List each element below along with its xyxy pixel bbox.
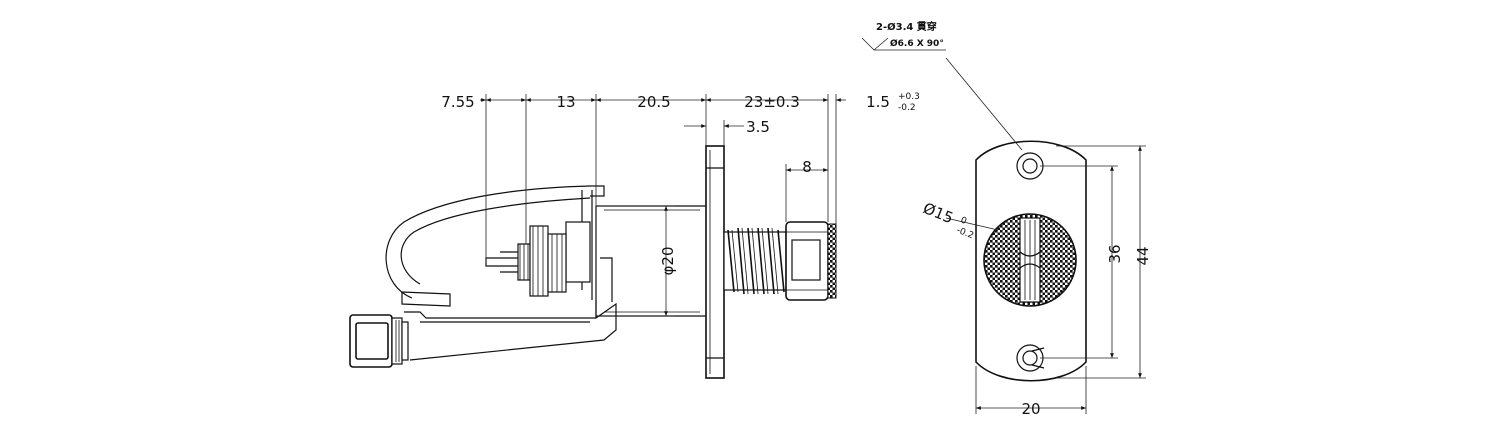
dim-3-5: 3.5: [746, 118, 770, 136]
front-view: Ø15 0 -0.2 36 44 20 2-Ø3.4 貫穿 Ø6.6 X 90°: [861, 20, 1152, 418]
dim-1-5: 1.5: [866, 93, 890, 111]
flange: [705, 145, 725, 379]
dim-44: 44: [1134, 246, 1152, 265]
knurled-face: [983, 213, 1077, 307]
dim-20: 20: [1021, 400, 1040, 418]
dim-20-5: 20.5: [637, 93, 670, 111]
upper-bracket: [565, 185, 605, 300]
dim-13: 13: [556, 93, 575, 111]
dim-7-55: 7.55: [441, 93, 474, 111]
hole-note-line2: Ø6.6 X 90°: [890, 38, 944, 49]
dim-phi-20: φ20: [659, 247, 677, 276]
hole-note-line1: 2-Ø3.4 貫穿: [876, 20, 937, 33]
cable-hook: [385, 185, 591, 299]
shaft: [485, 225, 567, 297]
dim-dia-15-tol-lower: -0.2: [955, 226, 975, 242]
dim-dia-15-tol-upper: 0: [959, 216, 968, 228]
dim-1-5-tol-upper: +0.3: [898, 92, 920, 102]
spring: [723, 227, 787, 295]
rear-knob: [349, 314, 409, 368]
plunger-head: [785, 221, 837, 301]
dim-8: 8: [802, 158, 812, 176]
dim-36: 36: [1106, 244, 1124, 263]
dim-1-5-tol-lower: -0.2: [898, 103, 916, 113]
dimension-lines: [480, 98, 846, 316]
extension-lines: [485, 94, 837, 317]
side-view: 7.55 13 20.5 23±0.3 1.5 +0.3 -0.2 3.5 8 …: [349, 92, 920, 379]
dim-dia-15: Ø15: [921, 199, 956, 227]
dim-23: 23±0.3: [744, 93, 800, 111]
